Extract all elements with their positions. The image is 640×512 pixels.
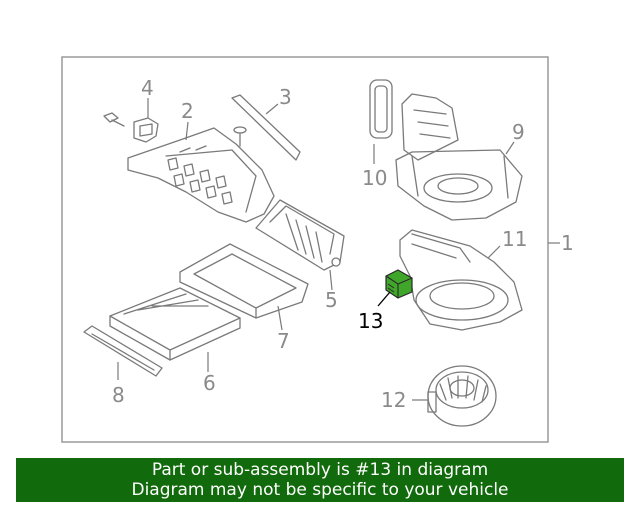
part-2-duct	[127, 127, 275, 223]
leader-7	[277, 305, 283, 331]
leader-11	[487, 245, 501, 259]
part-12-blower-motor	[427, 365, 497, 427]
callout-12: 12	[381, 388, 406, 412]
callout-11: 11	[502, 227, 527, 251]
leader-5	[329, 269, 333, 291]
leader-2	[185, 121, 189, 141]
part-10-gasket	[369, 79, 393, 139]
callout-5: 5	[325, 288, 338, 312]
part-3-seal	[231, 94, 301, 161]
leader-13	[377, 291, 391, 307]
part-8-strip	[83, 325, 163, 377]
callout-2: 2	[181, 99, 194, 123]
part-6-filter	[109, 287, 241, 361]
part-11-lower-case	[399, 229, 523, 331]
part-13-resistor	[385, 269, 413, 299]
callout-8: 8	[112, 383, 125, 407]
leader-9	[505, 141, 515, 155]
banner-line-1: Part or sub-assembly is #13 in diagram	[151, 460, 489, 480]
callout-7: 7	[277, 329, 290, 353]
callout-4: 4	[141, 76, 154, 100]
callout-13: 13	[358, 309, 383, 333]
banner-line-2: Diagram may not be specific to your vehi…	[131, 480, 509, 500]
part-7-frame	[179, 243, 309, 319]
callout-6: 6	[203, 371, 216, 395]
screw	[233, 126, 247, 147]
part-5-cover	[255, 199, 345, 271]
callout-1: 1	[561, 231, 574, 255]
leader-3	[265, 103, 279, 115]
diagram-frame	[61, 56, 549, 443]
callout-10: 10	[362, 166, 387, 190]
callout-3: 3	[279, 85, 292, 109]
callout-9: 9	[512, 120, 525, 144]
part-4-sensor	[103, 112, 159, 143]
part-9-upper-case	[395, 93, 523, 221]
info-banner: Part or sub-assembly is #13 in diagram D…	[16, 458, 624, 502]
